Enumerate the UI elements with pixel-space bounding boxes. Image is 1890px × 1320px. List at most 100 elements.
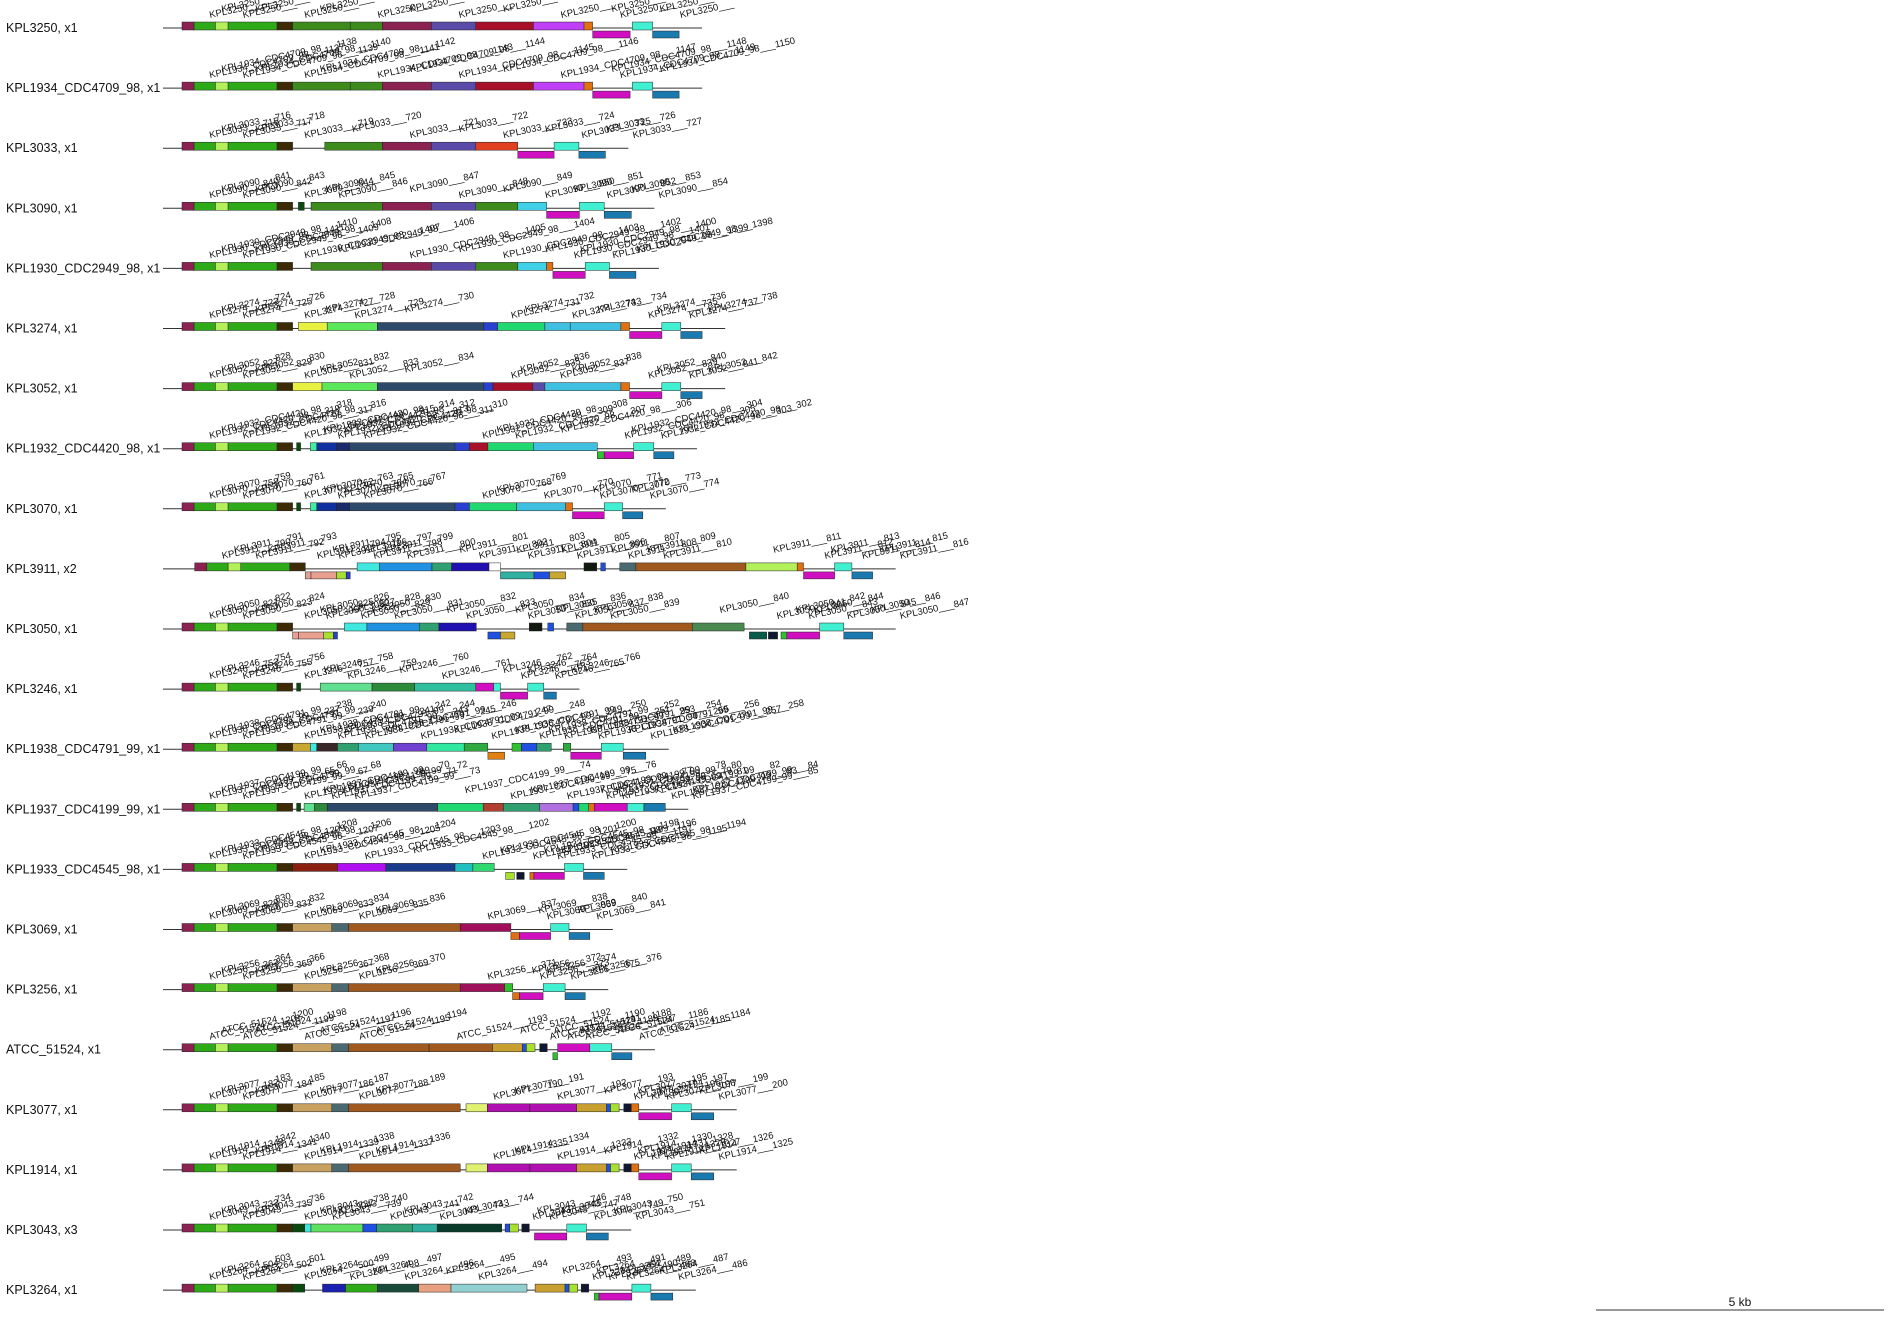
gene-block[interactable]	[276, 803, 293, 812]
gene-block[interactable]	[276, 983, 293, 992]
gene-block[interactable]	[533, 21, 585, 31]
gene-block[interactable]	[323, 631, 334, 640]
gene-block[interactable]	[412, 1223, 438, 1233]
gene-block[interactable]	[331, 923, 349, 932]
gene-block[interactable]	[552, 271, 586, 279]
gene-block[interactable]	[227, 863, 278, 872]
gene-block[interactable]	[469, 502, 517, 512]
gene-block[interactable]	[475, 141, 519, 151]
gene-block[interactable]	[572, 803, 580, 812]
gene-block[interactable]	[533, 571, 550, 580]
gene-block[interactable]	[215, 742, 229, 752]
gene-block[interactable]	[533, 442, 598, 451]
gene-block[interactable]	[331, 1043, 349, 1052]
gene-block[interactable]	[377, 1283, 420, 1293]
gene-block[interactable]	[629, 391, 663, 399]
gene-block[interactable]	[493, 682, 501, 692]
gene-block[interactable]	[539, 1043, 548, 1052]
gene-block[interactable]	[500, 631, 516, 640]
gene-block[interactable]	[193, 1103, 216, 1113]
gene-block[interactable]	[181, 1163, 195, 1173]
gene-block[interactable]	[193, 1223, 216, 1233]
gene-block[interactable]	[622, 511, 644, 520]
gene-block[interactable]	[564, 863, 584, 872]
gene-block[interactable]	[193, 442, 216, 451]
gene-block[interactable]	[492, 1043, 523, 1052]
gene-block[interactable]	[227, 1163, 278, 1173]
gene-block[interactable]	[638, 1172, 672, 1181]
gene-block[interactable]	[632, 81, 653, 91]
gene-block[interactable]	[510, 932, 520, 940]
gene-block[interactable]	[227, 202, 278, 211]
gene-block[interactable]	[509, 1223, 519, 1233]
gene-block[interactable]	[418, 1283, 452, 1293]
gene-block[interactable]	[566, 622, 584, 632]
gene-block[interactable]	[503, 803, 540, 812]
gene-block[interactable]	[345, 571, 351, 580]
gene-block[interactable]	[215, 622, 229, 632]
gene-block[interactable]	[459, 923, 512, 932]
gene-block[interactable]	[303, 803, 315, 812]
gene-block[interactable]	[414, 682, 477, 692]
gene-block[interactable]	[227, 1043, 278, 1052]
gene-block[interactable]	[193, 863, 216, 872]
gene-block[interactable]	[322, 1283, 346, 1293]
gene-block[interactable]	[497, 322, 546, 331]
gene-block[interactable]	[276, 622, 293, 632]
gene-block[interactable]	[633, 442, 655, 451]
gene-block[interactable]	[419, 622, 440, 632]
gene-block[interactable]	[598, 1292, 633, 1301]
gene-block[interactable]	[552, 1052, 558, 1060]
gene-block[interactable]	[215, 442, 229, 451]
gene-block[interactable]	[366, 622, 420, 632]
gene-block[interactable]	[227, 141, 278, 151]
gene-block[interactable]	[533, 872, 565, 880]
gene-block[interactable]	[227, 622, 278, 632]
gene-block[interactable]	[181, 923, 195, 932]
gene-block[interactable]	[193, 1043, 216, 1052]
gene-block[interactable]	[635, 562, 747, 572]
gene-block[interactable]	[622, 751, 646, 760]
gene-block[interactable]	[690, 1172, 714, 1181]
gene-block[interactable]	[454, 502, 470, 512]
gene-block[interactable]	[310, 742, 317, 752]
gene-block[interactable]	[193, 502, 216, 512]
gene-block[interactable]	[519, 992, 544, 1000]
gene-block[interactable]	[382, 202, 432, 211]
gene-block[interactable]	[606, 1163, 611, 1173]
gene-block[interactable]	[349, 81, 383, 91]
gene-block[interactable]	[304, 1223, 312, 1233]
gene-block[interactable]	[600, 562, 606, 572]
gene-block[interactable]	[193, 803, 216, 812]
gene-block[interactable]	[227, 682, 278, 692]
gene-block[interactable]	[566, 1223, 587, 1233]
gene-block[interactable]	[582, 622, 693, 632]
gene-block[interactable]	[215, 382, 229, 391]
gene-block[interactable]	[483, 382, 494, 391]
gene-block[interactable]	[516, 502, 566, 512]
gene-block[interactable]	[469, 442, 489, 451]
gene-block[interactable]	[543, 691, 557, 700]
gene-block[interactable]	[745, 562, 798, 572]
gene-block[interactable]	[780, 631, 788, 640]
gene-block[interactable]	[620, 382, 630, 391]
gene-block[interactable]	[529, 1163, 577, 1173]
gene-block[interactable]	[465, 1103, 488, 1113]
gene-block[interactable]	[601, 742, 624, 752]
gene-block[interactable]	[310, 571, 337, 580]
gene-block[interactable]	[619, 562, 637, 572]
gene-block[interactable]	[181, 202, 195, 211]
gene-block[interactable]	[500, 691, 528, 700]
gene-block[interactable]	[579, 202, 605, 211]
gene-block[interactable]	[193, 983, 216, 992]
gene-block[interactable]	[181, 1283, 195, 1293]
gene-block[interactable]	[516, 872, 525, 880]
gene-block[interactable]	[834, 562, 853, 572]
gene-block[interactable]	[215, 983, 229, 992]
gene-block[interactable]	[227, 382, 278, 391]
gene-block[interactable]	[215, 502, 229, 512]
gene-block[interactable]	[349, 21, 383, 31]
gene-block[interactable]	[661, 382, 682, 391]
gene-block[interactable]	[483, 322, 498, 331]
gene-block[interactable]	[276, 1163, 293, 1173]
